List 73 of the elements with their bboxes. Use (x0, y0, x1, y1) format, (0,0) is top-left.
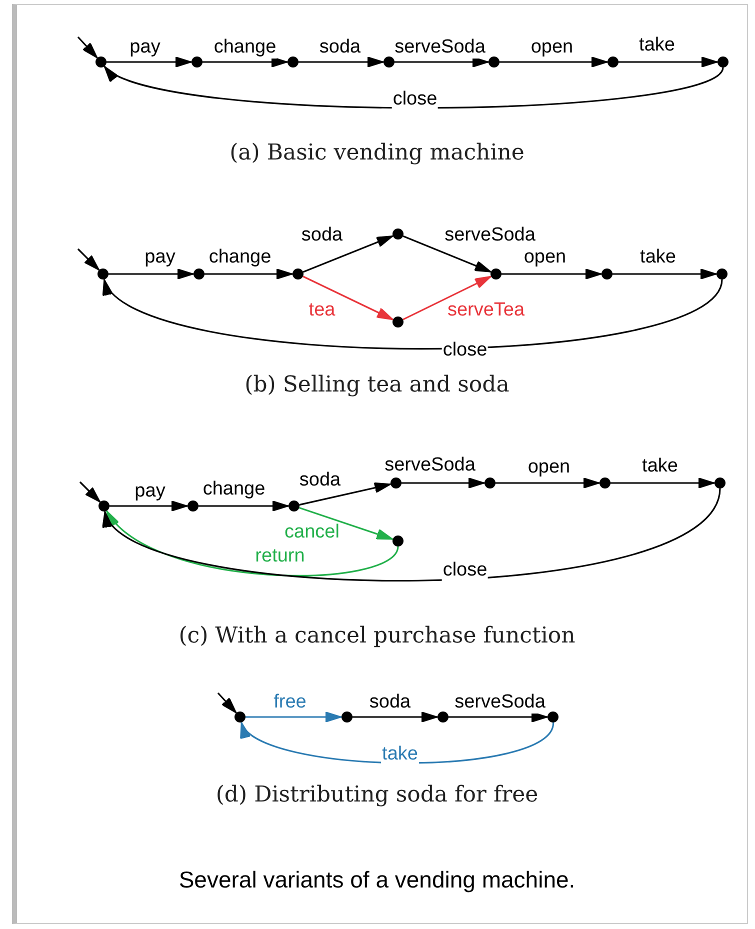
transition-arrow (106, 510, 399, 576)
state-dot (716, 268, 728, 280)
transition-arrow (204, 268, 293, 280)
transition-arrow (299, 482, 392, 506)
transition-arrow (110, 500, 188, 512)
edge-label: change (212, 38, 278, 58)
state-dot (488, 56, 500, 68)
transition-arrow (394, 56, 489, 68)
state-dot (98, 268, 108, 280)
subfigure-caption: (d) Distributing soda for free (216, 782, 538, 808)
transition-arrow (104, 278, 723, 350)
state-dot (292, 268, 304, 280)
edge-label: close (392, 90, 438, 110)
transition-arrow (298, 56, 384, 68)
state-dot (608, 56, 618, 68)
state-dot (288, 56, 298, 68)
state-dot (718, 56, 728, 68)
state-dot (194, 268, 204, 280)
transition-arrow (77, 248, 100, 271)
transition-arrow (502, 268, 602, 280)
transition-arrow (104, 66, 724, 109)
state-dot (392, 228, 404, 240)
transition-arrow (217, 692, 237, 714)
transition-arrow (240, 722, 554, 764)
state-dot (602, 268, 612, 280)
transition-arrow (202, 56, 288, 68)
transition-arrow (612, 268, 717, 280)
state-dot (288, 500, 300, 512)
transition-arrow (618, 56, 718, 68)
transition-arrow (448, 712, 548, 722)
transition-arrow (302, 235, 394, 273)
transition-arrow (108, 268, 194, 280)
edge-label: serveSoda (454, 692, 546, 714)
transition-arrow (298, 507, 394, 540)
state-dot (600, 478, 610, 488)
subfigure-caption: (c) With a cancel purchase function (178, 624, 576, 648)
state-dot (384, 56, 394, 68)
state-dot (98, 500, 110, 512)
state-dot (342, 712, 352, 722)
state-dot (188, 500, 198, 512)
transition-arrow (104, 488, 721, 582)
state-dot (714, 478, 726, 488)
subfigure-caption: (b) Selling tea and soda (244, 372, 510, 398)
state-dot (234, 712, 246, 722)
edge-label: close (442, 560, 488, 582)
transition-arrow (106, 56, 192, 68)
transition-arrow (77, 36, 98, 58)
state-dot (392, 536, 404, 546)
edge-label: serveSoda (394, 38, 486, 58)
transition-arrow (246, 712, 342, 722)
figure-caption: Several variants of a vending machine. (178, 866, 576, 894)
state-dot (484, 478, 496, 488)
state-dot (390, 478, 402, 488)
transition-arrow (402, 276, 492, 320)
state-dot (438, 712, 448, 722)
state-dot (392, 316, 404, 328)
transition-arrow (496, 478, 600, 488)
edge-label: change (208, 248, 272, 268)
transition-arrow (402, 478, 485, 488)
transition-arrow (302, 276, 394, 320)
transition-arrow (198, 500, 289, 512)
state-dot (96, 56, 106, 68)
transition-arrow (402, 235, 492, 273)
transition-arrow (79, 481, 101, 503)
transition-arrow (500, 56, 608, 68)
edge-label: change (202, 480, 266, 500)
state-dot (548, 712, 558, 722)
subfigure-caption: (a) Basic vending machine (230, 140, 524, 166)
edge-label: take (381, 744, 419, 766)
transition-arrow (352, 712, 438, 722)
state-dot (490, 268, 502, 280)
state-dot (192, 56, 202, 68)
transition-arrow (610, 478, 715, 488)
